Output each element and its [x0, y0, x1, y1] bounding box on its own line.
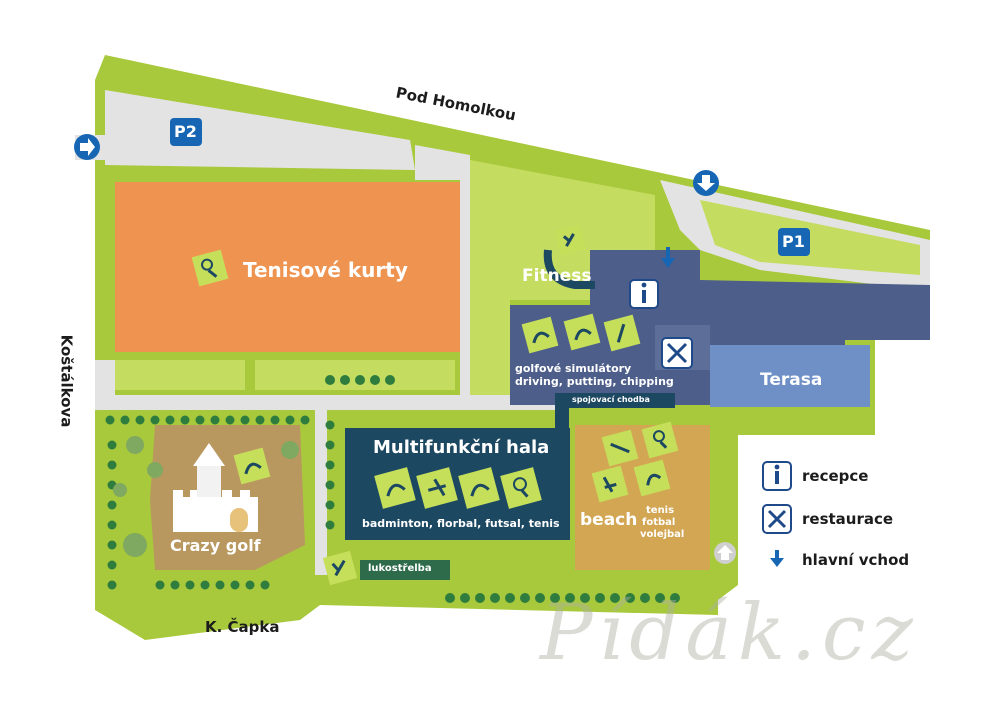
entrance-arrow-building	[661, 247, 675, 268]
sport-icon-hall-3	[458, 467, 500, 509]
parking-sign-p2	[170, 118, 202, 146]
sport-icon-golf-2	[563, 313, 601, 351]
hall-title: Multifunkční hala	[373, 437, 550, 458]
tree-row-top	[325, 375, 395, 385]
road-label-left: Koštálkova	[57, 334, 76, 428]
grass-strip-2	[255, 360, 455, 390]
entrance-arrow-bottom	[714, 542, 736, 564]
sport-icon-beach-2	[641, 421, 679, 459]
terrace	[710, 345, 870, 407]
road-horizontal	[95, 395, 555, 410]
fitness-walk	[543, 249, 595, 289]
golf-sim-label-2: driving, putting, chipping	[515, 375, 674, 388]
sport-icon-tennis	[191, 249, 229, 287]
archery-bar	[360, 560, 450, 580]
big-trees	[113, 436, 299, 557]
fitness-label: Fitness	[522, 266, 592, 286]
sport-icon-archery	[322, 550, 358, 586]
sport-icon-fitness	[554, 224, 586, 256]
corridor-label: spojovací chodba	[572, 395, 650, 404]
tree-row-left	[105, 415, 335, 590]
parking-sign-p1	[778, 228, 810, 256]
sport-icon-crazy-golf	[233, 447, 271, 485]
legend-entrance-label: hlavní vchod	[802, 551, 910, 569]
parking-label-p1: P1	[782, 232, 805, 251]
legend-entrance-icon	[770, 550, 784, 567]
tennis-area	[115, 182, 460, 352]
sport-icon-beach-1	[601, 429, 639, 467]
entrance-arrow-left	[74, 134, 100, 160]
tennis-label: Tenisové kurty	[243, 258, 408, 282]
sport-icon-hall-2	[416, 467, 458, 509]
corridor-link	[555, 405, 569, 430]
crazy-golf-label: Crazy golf	[170, 536, 261, 555]
road-label-bottom: K. Čapka	[205, 618, 280, 636]
restaurant-icon	[661, 337, 693, 369]
sport-icon-hall-1	[374, 467, 416, 509]
main-building	[510, 250, 930, 405]
road-horizontal-2	[95, 360, 115, 395]
beach-sub-2: fotbal	[642, 517, 676, 528]
castle-icon	[173, 443, 258, 532]
beach-sub-3: volejbal	[640, 529, 685, 540]
archery-label: lukostřelba	[368, 563, 432, 574]
corridor	[555, 393, 675, 408]
legend-restaurant-icon	[762, 504, 792, 534]
parking-label-p2: P2	[174, 122, 197, 141]
terrace-label: Terasa	[760, 370, 823, 390]
sport-icon-golf-3	[603, 314, 641, 352]
beach-sub-1: tenis	[646, 505, 675, 516]
legend-reception-label: recepce	[802, 467, 869, 485]
reception-icon	[629, 279, 659, 309]
golf-sim-label-1: golfové simulátory	[515, 362, 632, 375]
sport-icon-hall-4	[500, 467, 542, 509]
legend-restaurant-label: restaurace	[802, 510, 894, 528]
sport-icon-golf-1	[521, 316, 559, 354]
parking-top	[105, 90, 415, 170]
watermark: Pídák.cz	[540, 588, 919, 678]
sport-icon-beach-3	[591, 465, 629, 503]
hall-subtitle: badminton, florbal, futsal, tenis	[362, 517, 560, 530]
sport-icon-beach-4	[633, 459, 671, 497]
grass-strip-1	[115, 360, 245, 390]
entrance-arrow-top	[693, 170, 719, 196]
tree-row-bottom	[445, 593, 680, 603]
road-mid	[415, 145, 470, 400]
legend-reception-icon	[762, 461, 792, 491]
road-vertical-left	[315, 405, 327, 575]
beach-label: beach	[580, 510, 638, 530]
beach	[575, 425, 710, 570]
